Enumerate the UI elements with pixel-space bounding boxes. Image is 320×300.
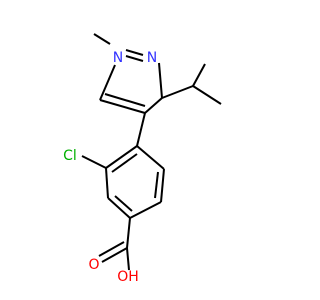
bond-a2-a3 (105, 167, 109, 199)
bond-a3-a4-inner (114, 195, 133, 212)
chlorine-label: Cl (63, 148, 77, 164)
bond-a5-a6-inner (154, 171, 159, 199)
bond-c5-c4 (99, 99, 146, 114)
bond-cooh-o-carbonyl-inner (98, 241, 125, 257)
bond-cooh-o-hydroxyl (126, 247, 130, 271)
bond-a1-a2-inner (111, 153, 138, 173)
bonds (81, 33, 222, 271)
bond-n1-n2-inner (125, 49, 144, 56)
bond-c5-c4-inner (104, 93, 146, 107)
bond-a1-a2 (105, 145, 138, 169)
bond-a6-a1 (136, 145, 165, 170)
bond-a2-cl (81, 155, 107, 169)
carbonyl-oxygen-label: O (88, 257, 99, 273)
bond-c4-a1 (136, 112, 146, 147)
nitrogen-1-label: N (113, 50, 123, 66)
bond-ch-me-up (192, 63, 206, 87)
bond-ch-me-right (192, 85, 222, 105)
bond-a5-a6 (160, 168, 165, 203)
molecule-structure: N N Cl O OH (63, 33, 222, 285)
bond-a4-a5 (129, 201, 162, 219)
hydroxyl-label: OH (117, 269, 139, 285)
bond-n1-c5 (99, 64, 116, 101)
bond-n1-n2 (125, 55, 144, 62)
nitrogen-2-label: N (147, 50, 157, 66)
bond-a3-a4 (107, 197, 131, 219)
bond-cooh-o-carbonyl (101, 247, 128, 263)
bond-a4-cooh (126, 217, 131, 249)
bond-n2-c3 (158, 62, 163, 99)
bond-methyl-n1 (93, 33, 111, 45)
bond-c3-ch (161, 85, 194, 99)
bond-c4-c3 (144, 97, 163, 114)
atom-labels: N N Cl O OH (63, 50, 157, 285)
